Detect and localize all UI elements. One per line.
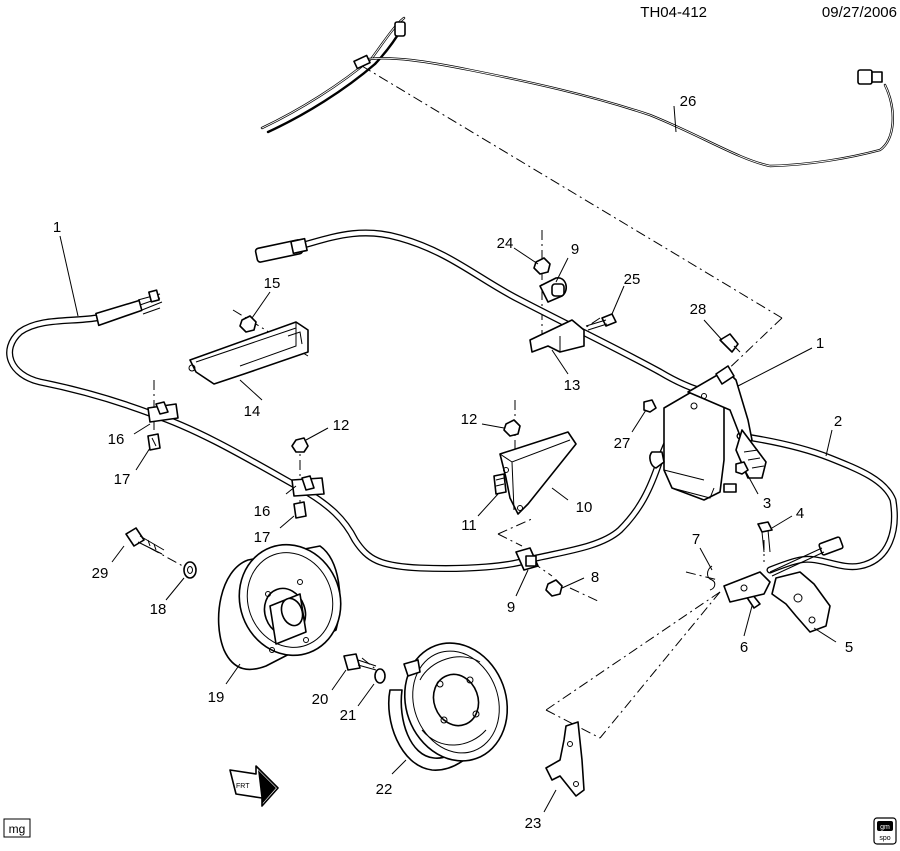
part-13-clip-bracket [529,319,585,353]
doc-date: 09/27/2006 [822,4,897,21]
part-18-washer [183,561,197,579]
part-14-bracket [188,321,309,385]
doc-id: TH04-412 [640,4,707,21]
callout-28: 28 [690,301,707,318]
part-27-nut [643,399,657,413]
callout-8: 8 [591,569,599,586]
part-4-bolt [757,521,773,553]
callout-4: 4 [796,505,804,522]
cable-clip-lower [515,547,539,571]
part-17-bolt-b [293,501,307,519]
callout-10: 10 [576,499,593,516]
callout-2: 2 [834,413,842,430]
callout-7: 7 [692,531,700,548]
part-26-brake-switch-harness [260,16,894,168]
part-24-nut [533,257,551,275]
part-23-actuating-lever [545,721,585,797]
part-12-nut-b [503,419,521,437]
callout-11: 11 [461,517,477,534]
callout-26: 26 [680,93,697,110]
callout-21: 21 [340,707,357,724]
callout-1-left: 1 [53,219,61,236]
svg-text:mg: mg [9,822,26,836]
callout-29: 29 [92,565,109,582]
footer-mg-tag: mg [3,818,31,838]
callout-3: 3 [763,495,771,512]
svg-text:spo: spo [879,835,890,842]
callout-5: 5 [845,639,853,656]
gm-spo-logo: gm spo [873,817,897,845]
part-16-cable-clip-a [147,401,179,423]
callout-18: 18 [150,601,167,618]
callout-17-left: 17 [114,471,131,488]
part-17-bolt-a [147,433,161,451]
front-direction-arrow: FRT [229,765,279,807]
front-arrow-label: FRT [236,783,250,790]
part-1-front-cable [6,289,684,573]
callout-15: 15 [264,275,281,292]
part-3-nut [735,461,749,475]
part-21-washer [374,668,386,684]
part-25-bolt [585,313,617,331]
callout-17-right: 17 [254,529,271,546]
part-16-cable-clip-b [291,475,325,497]
part-15-nut [239,315,257,333]
callout-23: 23 [525,815,542,832]
callout-24: 24 [497,235,514,252]
callout-14: 14 [244,403,261,420]
part-2-rear-cable [736,432,898,577]
callout-16-right: 16 [254,503,271,520]
callout-12-left: 12 [333,417,350,434]
callout-27: 27 [614,435,631,452]
part-22-brake-shoe-assembly [388,642,509,771]
callouts: 1 1 2 3 4 5 6 7 8 9 9 10 11 12 12 13 14 … [53,93,853,832]
part-20-bolt [343,653,377,671]
callout-9-upper: 9 [571,241,579,258]
part-19-brake-drum [217,543,342,671]
callout-6: 6 [740,639,748,656]
callout-19: 19 [208,689,225,706]
callout-16-left: 16 [108,431,125,448]
part-3-park-brake-lever [649,365,767,501]
part-8-nut [545,579,563,597]
part-12-nut-a [291,437,309,453]
part-7-spring-clip [707,565,716,591]
leader-lines [59,105,837,813]
part-13-upper-cable [254,229,734,402]
callout-12-mid: 12 [461,411,478,428]
svg-text:gm: gm [880,824,890,831]
callout-20: 20 [312,691,329,708]
callout-22: 22 [376,781,393,798]
part-10-bracket [499,431,577,515]
callout-1-right: 1 [816,335,824,352]
callout-9-lower: 9 [507,599,515,616]
part-5-cable-bracket [723,571,831,633]
callout-25: 25 [624,271,641,288]
part-9-clip-upper [539,277,568,303]
callout-13: 13 [564,377,581,394]
part-11-bolt [493,473,507,495]
part-28-connector [719,333,741,353]
part-29-bolt [125,527,165,555]
